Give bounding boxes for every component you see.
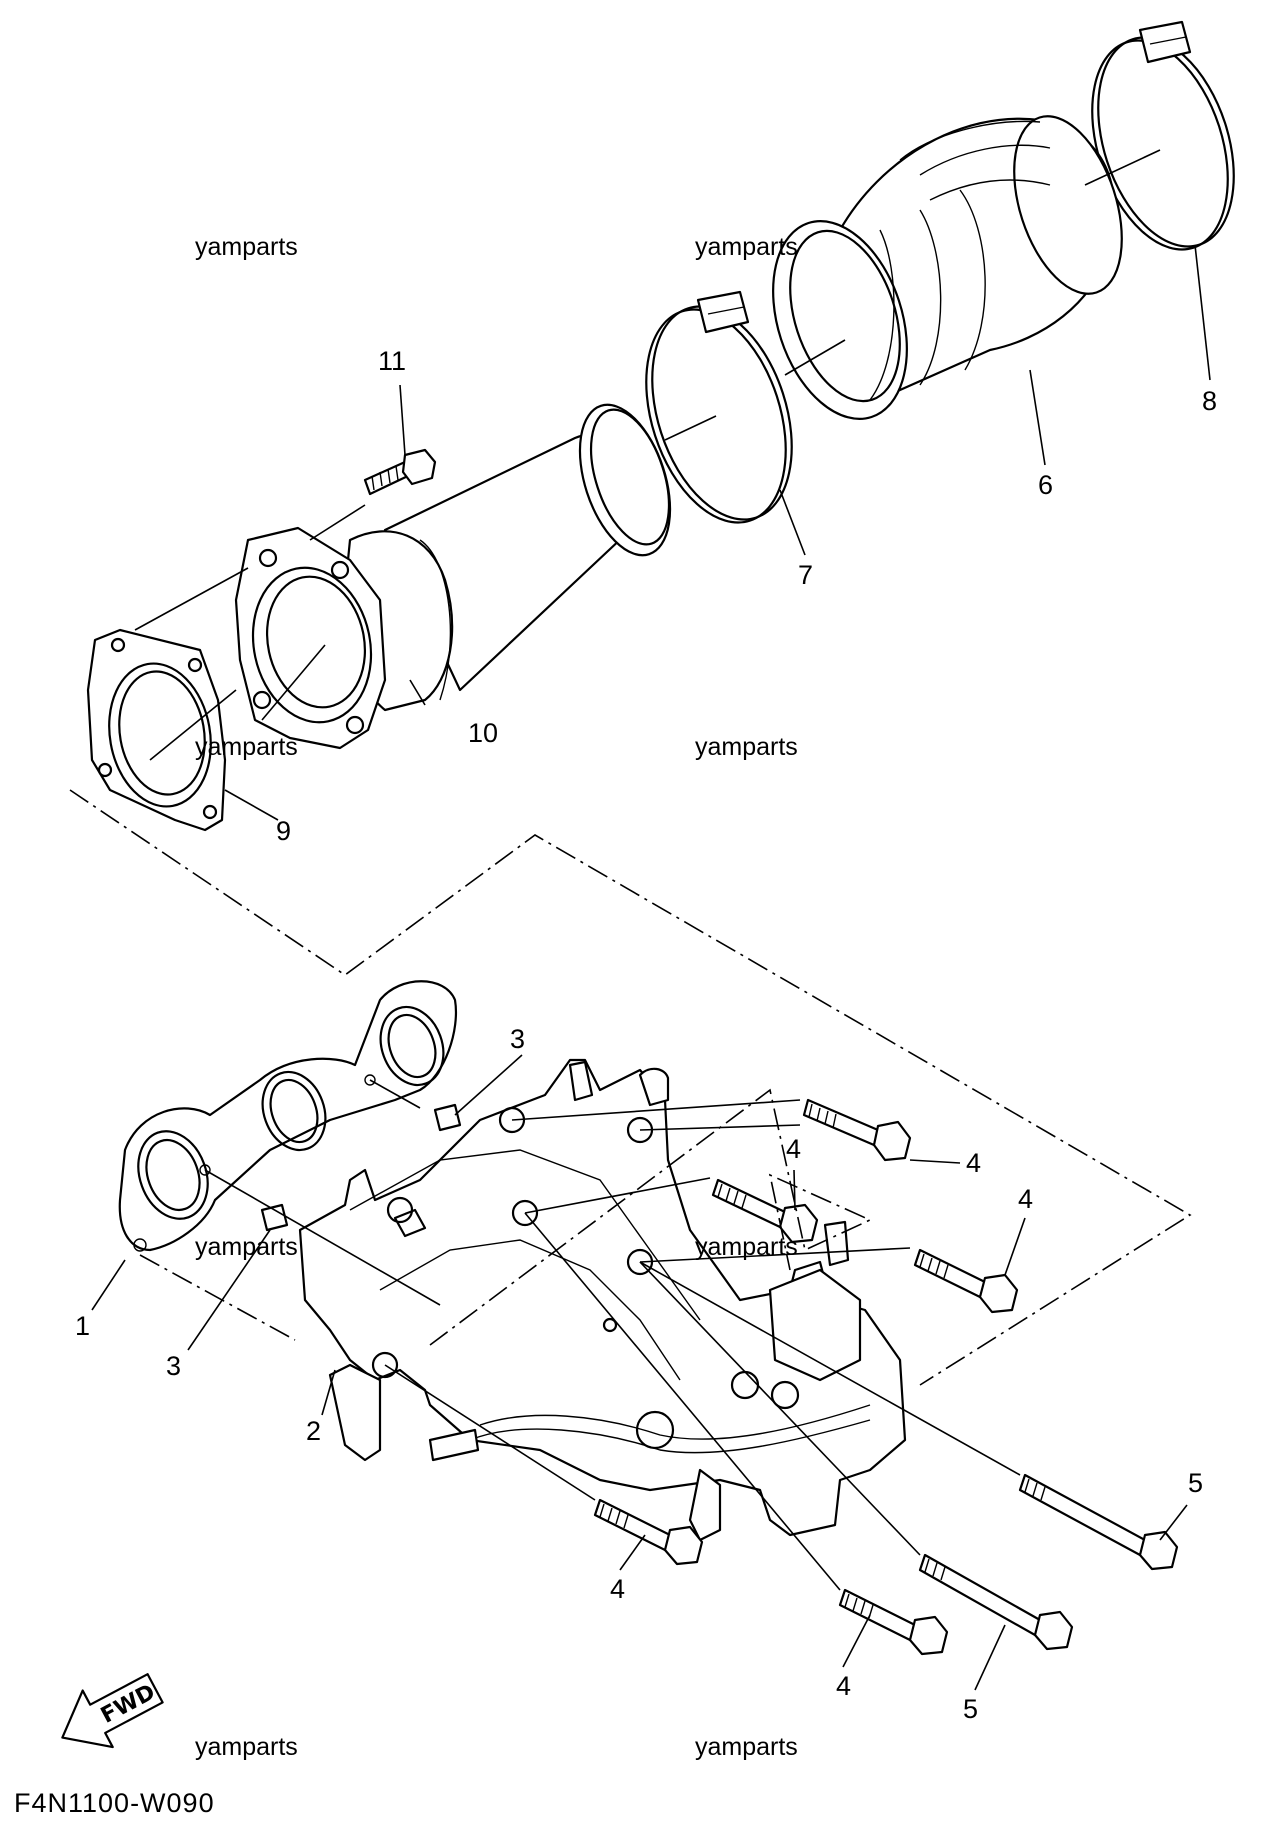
bolt-4-lower-left xyxy=(593,1498,704,1566)
callout-4-lower-left: 4 xyxy=(610,1574,625,1604)
watermark: yamparts xyxy=(195,1233,298,1261)
exhaust-pipe-10 xyxy=(343,403,672,712)
callout-11: 11 xyxy=(378,346,406,376)
bolt-5-right xyxy=(1018,1473,1179,1571)
center-lines-top xyxy=(134,149,1161,761)
callout-9: 9 xyxy=(276,816,291,846)
hose-clamp-8 xyxy=(1091,20,1235,251)
bolt-5-lower xyxy=(918,1553,1074,1651)
watermark: yamparts xyxy=(695,733,798,761)
watermark: yamparts xyxy=(195,733,298,761)
callout-3-upper: 3 xyxy=(510,1024,525,1054)
callout-5-right: 5 xyxy=(1188,1468,1203,1498)
watermark: yamparts xyxy=(695,233,798,261)
dowel-pin-lower xyxy=(260,1203,289,1232)
callout-4-right: 4 xyxy=(1018,1184,1033,1214)
watermark: yamparts xyxy=(695,1733,798,1761)
dowel-pin-upper xyxy=(433,1103,462,1132)
exhaust-manifold-2 xyxy=(298,1058,907,1542)
callout-10: 10 xyxy=(468,718,498,748)
diagram-code: F4N1100-W090 xyxy=(14,1788,215,1818)
callout-4-top: 4 xyxy=(966,1148,981,1178)
callout-6: 6 xyxy=(1038,470,1053,500)
reference-line-upper xyxy=(69,789,1192,1386)
rubber-joint-6 xyxy=(772,115,1123,420)
callout-2: 2 xyxy=(306,1416,321,1446)
callout-5-lower: 5 xyxy=(963,1694,978,1724)
callout-3-lower: 3 xyxy=(166,1351,181,1381)
bolt-4-top xyxy=(802,1098,912,1162)
callout-leaders xyxy=(91,244,1211,1691)
hose-clamp-7 xyxy=(645,290,793,524)
bolt-4-right xyxy=(913,1248,1019,1314)
callout-8: 8 xyxy=(1202,386,1217,416)
callout-4-mid: 4 xyxy=(786,1134,801,1164)
callout-4-lower-right: 4 xyxy=(836,1671,851,1701)
pipe-flange xyxy=(234,526,387,750)
watermark: yamparts xyxy=(195,1733,298,1761)
reference-line-lower-left xyxy=(139,1254,296,1341)
fwd-arrow-icon: FWD xyxy=(61,1673,164,1749)
watermark: yamparts xyxy=(195,233,298,261)
callout-1: 1 xyxy=(75,1311,90,1341)
watermark: yamparts xyxy=(695,1233,798,1261)
bolt-4-lower-right xyxy=(838,1588,949,1656)
bolt-11 xyxy=(363,448,437,496)
gasket-1 xyxy=(118,980,457,1252)
reference-line-box xyxy=(429,1088,872,1346)
callout-7: 7 xyxy=(798,560,813,590)
gasket-9 xyxy=(86,628,227,832)
